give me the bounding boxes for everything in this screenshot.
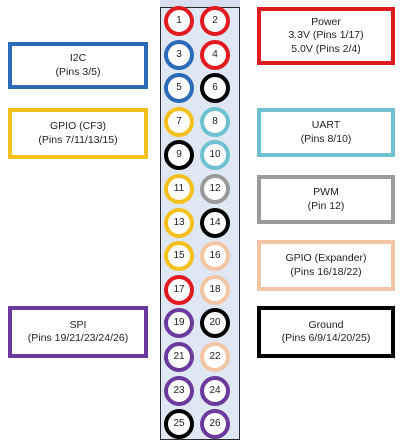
legend-line: (Pins 16/18/22): [290, 265, 362, 278]
pin-19: 19: [164, 308, 194, 339]
pin-6: 6: [200, 73, 230, 104]
pin-13: 13: [164, 207, 194, 238]
pin-20: 20: [200, 308, 230, 339]
legend-box-uart: UART(Pins 8/10): [257, 108, 395, 157]
legend-line: (Pins 3/5): [55, 65, 101, 78]
pin-16: 16: [200, 241, 230, 272]
legend-line: (Pins 6/9/14/20/25): [281, 332, 371, 344]
header-top-strip: [160, 0, 240, 8]
legend-line: (Pins 8/10): [300, 132, 352, 145]
pin-8: 8: [200, 106, 230, 137]
legend-line: 3.3V (Pins 1/17): [288, 29, 364, 42]
pin-3: 3: [164, 39, 194, 70]
pin-17: 17: [164, 274, 194, 305]
legend-line: (Pin 12): [307, 199, 345, 212]
pin-24: 24: [200, 375, 230, 406]
legend-line: (Pins 19/21/23/24/26): [27, 332, 129, 344]
pin-4: 4: [200, 39, 230, 70]
legend-title: I2C: [69, 52, 87, 65]
legend-title: GPIO (CF3): [49, 120, 106, 133]
pin-11: 11: [164, 174, 194, 204]
pin-15: 15: [164, 241, 194, 272]
legend-box-i2c: I2C(Pins 3/5): [8, 42, 148, 89]
legend-box-gpio-cf3: GPIO (CF3)(Pins 7/11/13/15): [8, 108, 148, 159]
legend-title: Ground: [308, 318, 344, 331]
legend-box-pwm: PWM(Pin 12): [257, 175, 395, 224]
pin-18: 18: [200, 274, 230, 305]
legend-title: SPI: [69, 318, 87, 331]
pin-1: 1: [164, 6, 194, 36]
legend-line: 5.0V (Pins 2/4): [291, 42, 361, 55]
legend-box-gpio-expander: GPIO (Expander)(Pins 16/18/22): [257, 240, 395, 291]
pin-12: 12: [200, 174, 230, 204]
legend-title: PWM: [313, 186, 339, 199]
pin-25: 25: [164, 409, 194, 440]
pin-23: 23: [164, 375, 194, 406]
pin-26: 26: [200, 409, 230, 440]
pin-5: 5: [164, 73, 194, 104]
legend-title: UART: [311, 119, 341, 132]
pin-10: 10: [200, 140, 230, 171]
legend-box-spi: SPI(Pins 19/21/23/24/26): [8, 306, 148, 358]
legend-line: (Pins 7/11/13/15): [38, 133, 118, 146]
legend-title: Power: [311, 16, 341, 29]
pin-2: 2: [200, 6, 230, 36]
legend-title: GPIO (Expander): [285, 252, 367, 265]
pin-14: 14: [200, 207, 230, 238]
pin-9: 9: [164, 140, 194, 171]
pin-7: 7: [164, 106, 194, 137]
pin-21: 21: [164, 342, 194, 372]
pin-22: 22: [200, 342, 230, 372]
legend-box-ground: Ground(Pins 6/9/14/20/25): [257, 306, 395, 358]
